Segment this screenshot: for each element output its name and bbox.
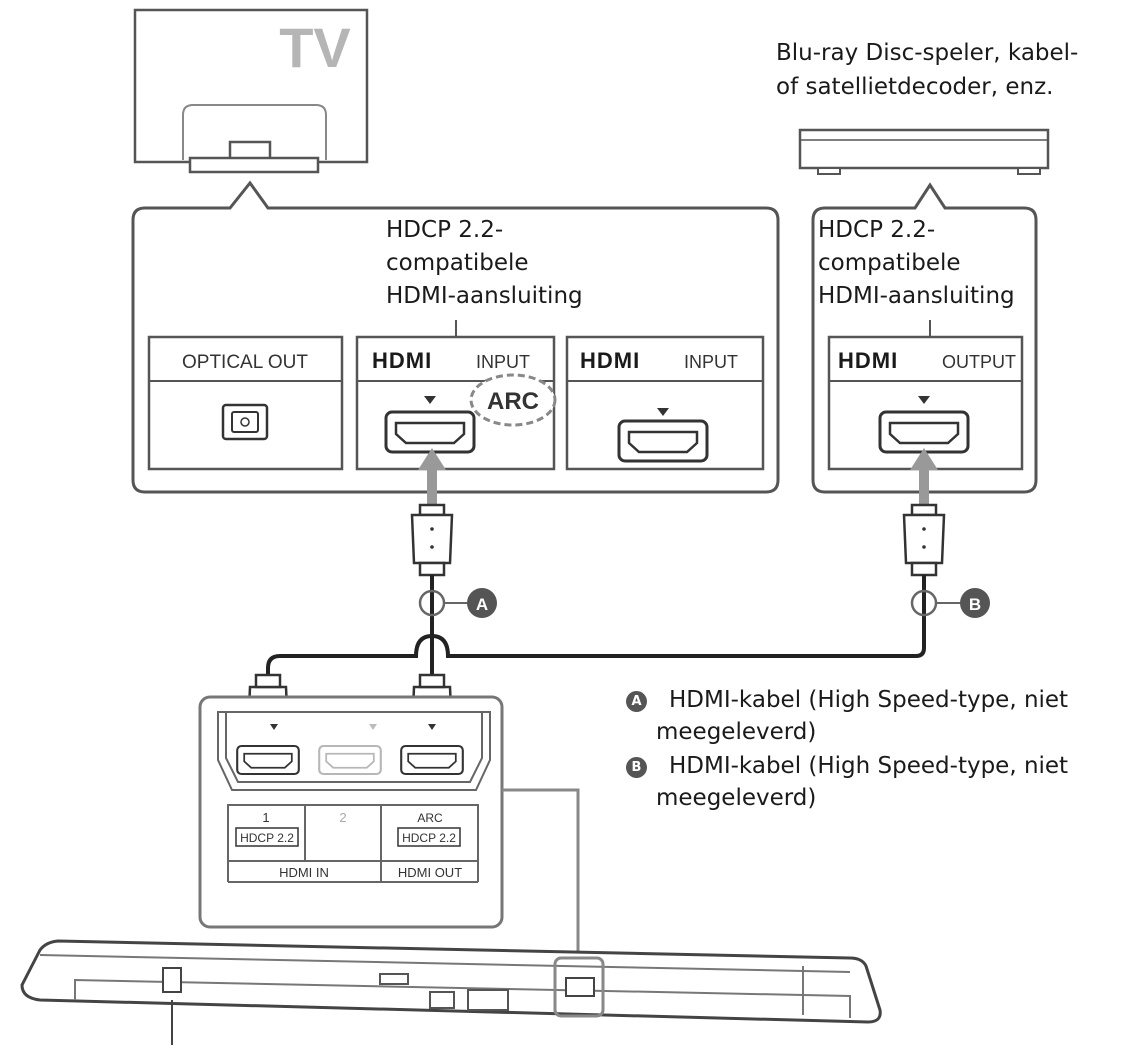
soundbar-connection-panel: 1 HDCP 2.2 2 ARC HDCP 2.2 HDMI IN HDMI O… — [198, 695, 580, 958]
soundbar-hdmi-out-label: HDMI OUT — [398, 865, 462, 880]
cable-b-badge-label: B — [969, 595, 981, 614]
arc-highlight — [469, 373, 557, 427]
arrow-up-icon — [910, 448, 938, 470]
arrow-up-icon — [418, 448, 446, 470]
source-device-illustration — [798, 128, 1050, 175]
soundbar-hdmi-in2-port-icon — [318, 744, 382, 776]
tv-connection-panel: OPTICAL OUT HDMI INPUT ARC HDMI INPUT — [131, 180, 780, 494]
port-marker-icon — [657, 408, 669, 416]
port-marker-icon — [918, 396, 930, 404]
source-hdmi-logo: HDMI — [838, 348, 898, 373]
cable-a-badge — [467, 588, 497, 618]
legend-badge-b: B — [626, 757, 647, 778]
source-device-caption-line1: Blu-ray Disc-speler, kabel- — [776, 40, 1079, 66]
cable-b-line — [266, 575, 926, 680]
soundbar-hdmi-in-label: HDMI IN — [279, 865, 329, 880]
legend-a-text-line2: meegeleverd) — [656, 719, 817, 745]
legend-item-a: A HDMI-kabel (High Speed-type, niet meege… — [626, 684, 1068, 748]
legend-item-b: B HDMI-kabel (High Speed-type, niet meege… — [626, 750, 1068, 814]
source-hdmi-callout: HDCP 2.2- compatibele HDMI-aansluiting — [818, 214, 1015, 313]
cable-b-badge — [960, 588, 990, 618]
source-hdmi-callout-line1: HDCP 2.2- — [818, 217, 936, 243]
source-connection-panel: HDMI OUTPUT — [811, 182, 1038, 494]
tv-hdmi-callout-line3: HDMI-aansluiting — [386, 283, 583, 309]
soundbar-out-hdcp-tag: HDCP 2.2 — [402, 831, 456, 845]
optical-out-port-box — [147, 335, 344, 471]
legend-badge-a: A — [626, 691, 647, 712]
tv-hdmi-input-label-2: INPUT — [684, 352, 738, 372]
tv-hdmi-callout-line2: compatibele — [386, 250, 529, 276]
legend-b-text-line1: HDMI-kabel (High Speed-type, niet — [669, 753, 1069, 779]
tv-hdmi-callout-line1: HDCP 2.2- — [386, 217, 504, 243]
source-hdmi-port-icon — [878, 410, 970, 454]
tv-hdmi-callout: HDCP 2.2- compatibele HDMI-aansluiting — [386, 214, 583, 313]
tv-hdmi-logo-2: HDMI — [580, 348, 640, 373]
source-hdmi-callout-line3: HDMI-aansluiting — [818, 283, 1015, 309]
tv-label: TV — [279, 16, 351, 79]
source-device-caption-line2: of satellietdecoder, enz. — [776, 74, 1054, 100]
tv-hdmi-input-label-1: INPUT — [476, 352, 530, 372]
source-hdmi-callout-line2: compatibele — [818, 250, 961, 276]
source-hdmi-output-label: OUTPUT — [942, 352, 1016, 372]
tv-hdmi-logo-1: HDMI — [372, 348, 432, 373]
port-marker-icon — [424, 396, 436, 404]
tv-hdmi-arc-port-icon — [384, 410, 476, 454]
cable-a-badge-label: A — [476, 595, 488, 614]
legend-a-text-line1: HDMI-kabel (High Speed-type, niet — [669, 687, 1069, 713]
soundbar-illustration — [20, 939, 882, 1045]
optical-out-label: OPTICAL OUT — [182, 352, 308, 373]
soundbar-in1-hdcp-tag: HDCP 2.2 — [240, 831, 294, 845]
tv-hdmi-port-icon — [617, 419, 709, 463]
soundbar-in1-number: 1 — [262, 810, 269, 825]
soundbar-out-number: ARC — [417, 811, 443, 825]
soundbar-in2-number: 2 — [339, 810, 346, 825]
legend-b-text-line2: meegeleverd) — [656, 785, 817, 811]
tv-illustration: TV — [133, 8, 369, 174]
tv-arc-label: ARC — [487, 388, 539, 415]
soundbar-hdmi-out-port-icon — [400, 744, 464, 776]
soundbar-hdmi-in1-port-icon — [236, 744, 300, 776]
source-device-caption: Blu-ray Disc-speler, kabel- of satelliet… — [776, 36, 1078, 104]
